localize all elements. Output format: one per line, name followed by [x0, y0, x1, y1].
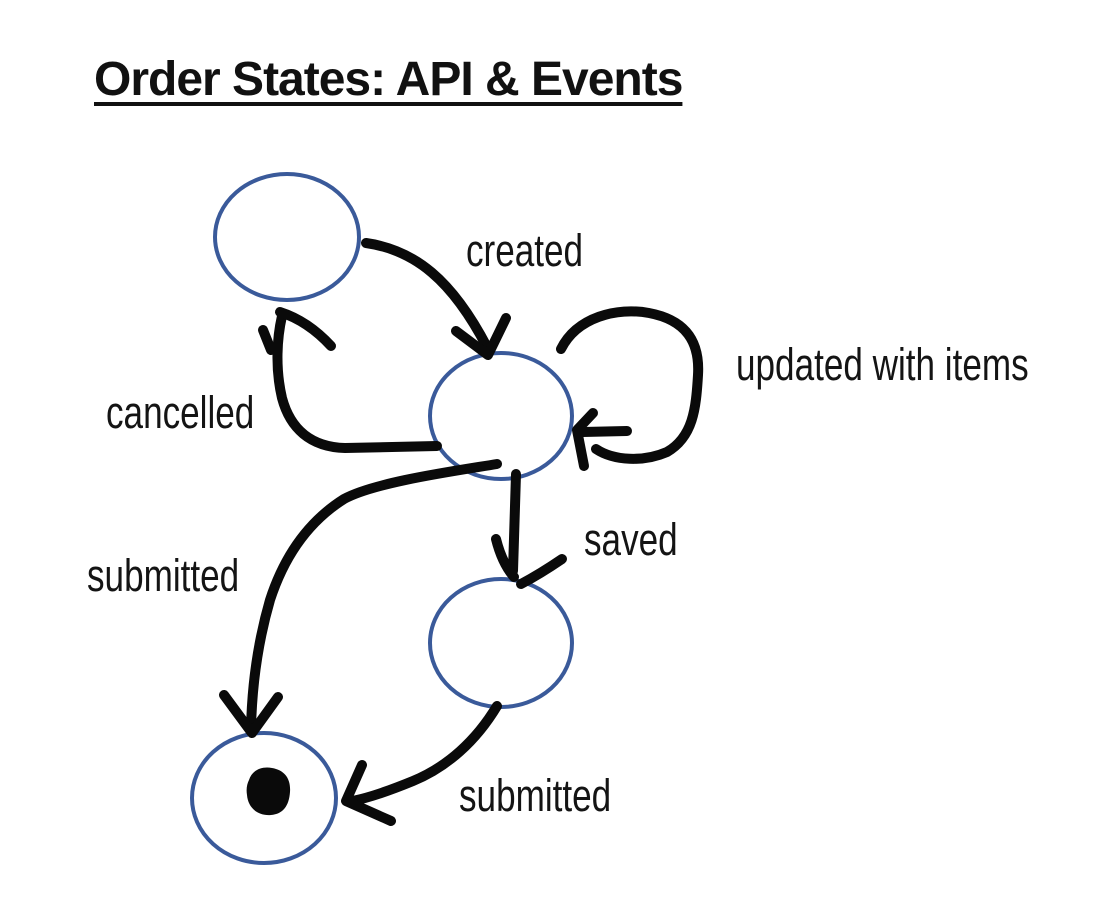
cancelled-arrow: [272, 311, 442, 453]
cancelled-arrowhead: [275, 307, 336, 351]
created-arrowhead: [451, 313, 511, 360]
final-state-dot: [246, 767, 291, 816]
transition-label-submitted-bottom: submitted: [459, 770, 612, 821]
created-arrow: [361, 238, 492, 352]
saved-arrowhead-right: [516, 554, 567, 589]
lower-state-circle: [428, 577, 574, 709]
transition-label-created: created: [466, 225, 584, 276]
saved-arrow: [508, 469, 521, 576]
transition-label-cancelled: cancelled: [106, 387, 255, 438]
self-loop-shaft: [578, 426, 632, 437]
initial-state-circle: [213, 172, 361, 302]
cancelled-arrowhead-left: [258, 325, 276, 355]
page-title: Order States: API & Events: [94, 53, 683, 106]
submitted-arrowhead-from-middle: [219, 690, 283, 738]
transition-label-updated-with-items: updated with items: [736, 339, 1029, 390]
submitted-arrowhead-from-lower: [341, 760, 396, 826]
self-loop-arrow: [556, 306, 704, 464]
transition-label-saved: saved: [584, 514, 678, 565]
transition-label-submitted-left: submitted: [87, 550, 240, 601]
submitted-arrow-from-lower: [347, 701, 502, 806]
saved-arrowhead-left: [491, 534, 519, 582]
middle-state-circle: [428, 351, 574, 481]
self-loop-arrowhead: [572, 408, 598, 471]
submitted-arrow-from-middle: [246, 459, 502, 734]
